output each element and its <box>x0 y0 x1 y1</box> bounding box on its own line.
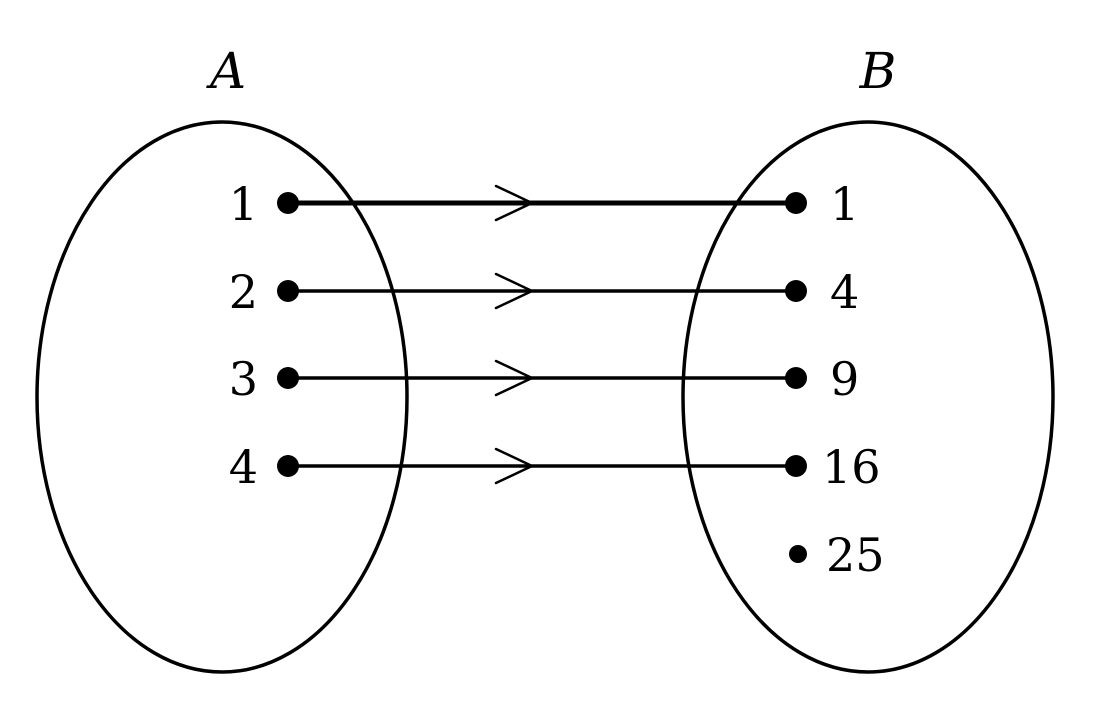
set-b-ellipse <box>681 120 1055 674</box>
set-a-element: 3 <box>229 352 258 406</box>
set-b-elements: 1 4 9 16 25 <box>785 177 885 582</box>
arrowhead-icon <box>494 184 534 222</box>
set-a-elements: 1 2 3 4 <box>229 177 299 494</box>
set-b-label: B <box>859 42 897 100</box>
set-b-element: 9 <box>830 352 859 406</box>
arrowhead-icon <box>494 359 534 397</box>
set-b-element: 16 <box>822 440 881 494</box>
set-b-point <box>785 455 807 477</box>
set-b-point <box>785 367 807 389</box>
set-b-element: 1 <box>830 177 859 231</box>
set-a-element: 1 <box>229 177 258 231</box>
set-a-label: A <box>206 42 246 100</box>
set-a-element: 2 <box>229 265 258 319</box>
set-a-element: 4 <box>229 440 258 494</box>
set-a-point <box>277 192 299 214</box>
mapping-arrows <box>288 184 796 485</box>
set-a-point <box>277 280 299 302</box>
set-a-ellipse <box>35 120 409 674</box>
set-b-element: 25 <box>826 528 885 582</box>
set-a-point <box>277 455 299 477</box>
arrowhead-icon <box>494 447 534 485</box>
set-a-point <box>277 367 299 389</box>
set-b-point <box>785 192 807 214</box>
set-b-element: 4 <box>830 265 859 319</box>
set-b-point <box>789 545 807 563</box>
set-b-point <box>785 280 807 302</box>
arrowhead-icon <box>494 272 534 310</box>
